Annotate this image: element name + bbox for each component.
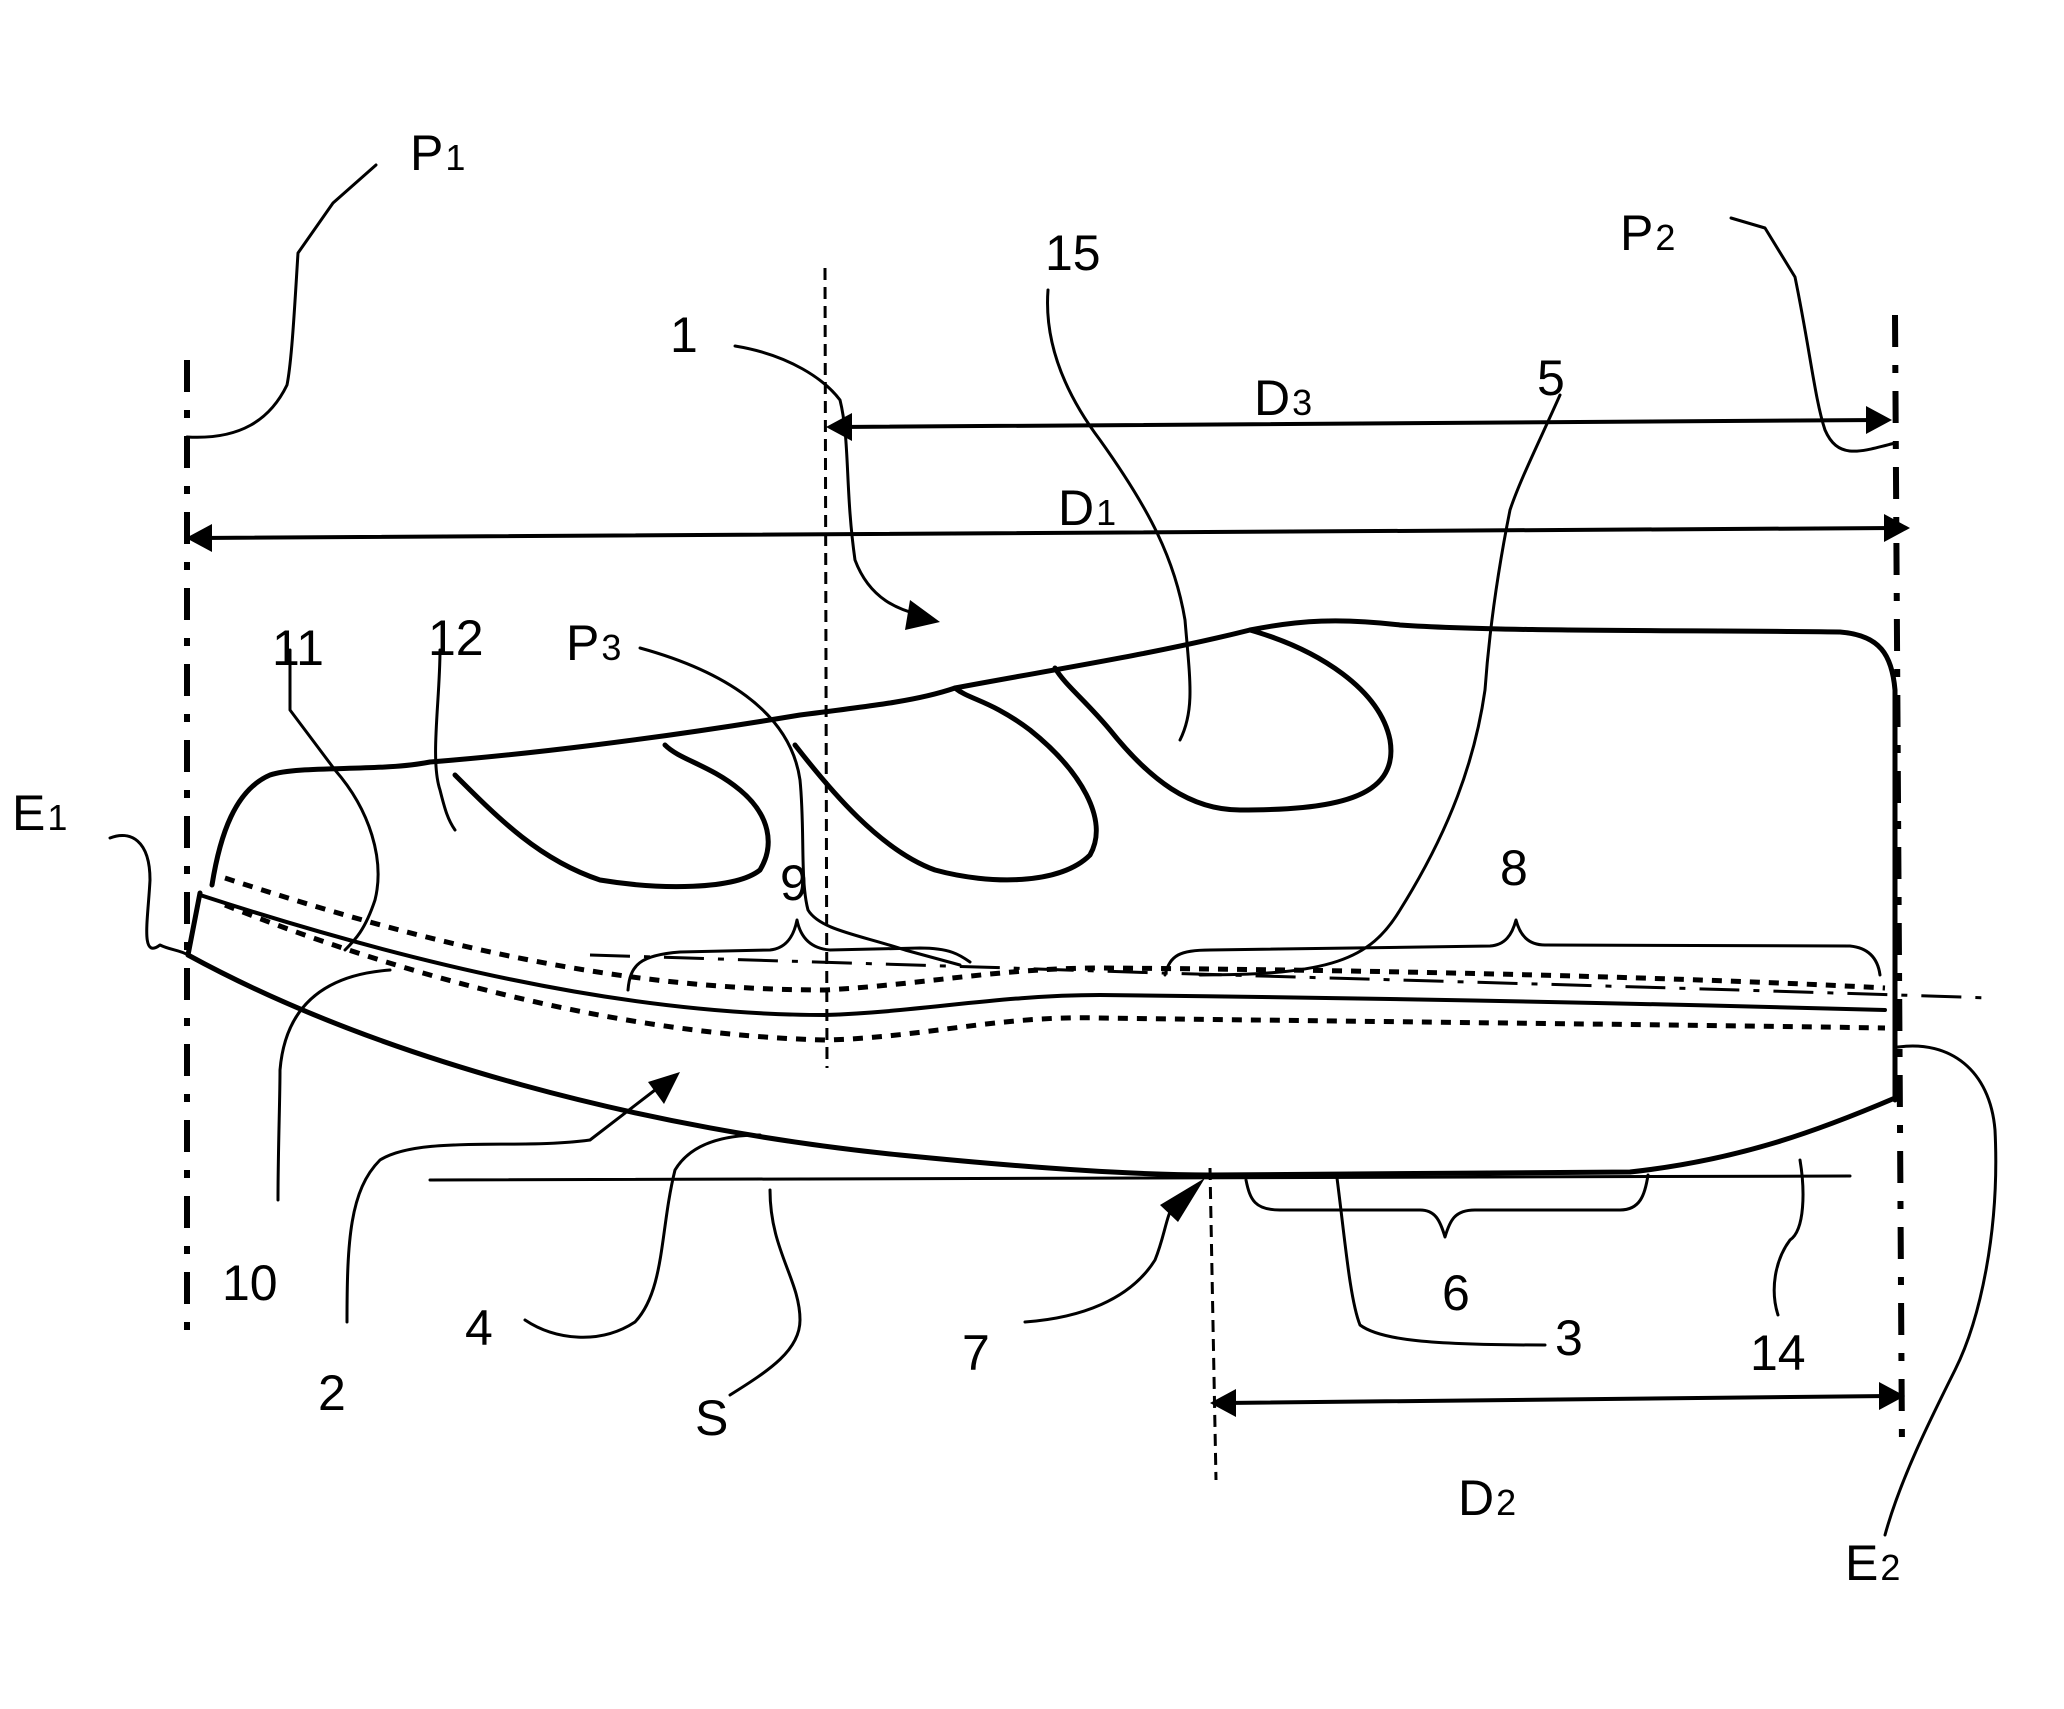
label-d2: D2 (1458, 1470, 1516, 1526)
arrowhead-left (1210, 1389, 1236, 1417)
label-p2: P2 (1620, 205, 1675, 261)
dimension-d1 (186, 514, 1910, 552)
label-5: 5 (1537, 350, 1565, 406)
arrowhead-2 (648, 1072, 680, 1104)
brace-6 (1244, 1173, 1650, 1239)
crease-3 (1052, 627, 1394, 813)
leader-p3 (638, 646, 962, 967)
insole-dashed-top (224, 875, 1886, 993)
arrowhead-7 (1160, 1178, 1205, 1222)
leader-10 (276, 968, 392, 1202)
label-e2: E2 (1845, 1535, 1900, 1591)
leader-3 (1335, 1176, 1547, 1347)
arrowhead-left (826, 413, 852, 441)
leader-11 (288, 648, 380, 952)
crease-2 (792, 685, 1099, 883)
label-6: 6 (1442, 1265, 1470, 1321)
dimension-d3 (826, 406, 1892, 441)
leader-e2 (1883, 1044, 1998, 1537)
leader-7 (1023, 1198, 1177, 1324)
sole-outline (185, 890, 1898, 1178)
label-3: 3 (1555, 1310, 1583, 1366)
insole-solid (198, 893, 1887, 1017)
label-4: 4 (465, 1300, 493, 1356)
label-11: 11 (272, 620, 324, 676)
ground-line-s (428, 1174, 1852, 1182)
label-12: 12 (428, 610, 484, 666)
brace-9 (626, 918, 972, 992)
leader-12 (434, 648, 457, 832)
arrowhead-1 (905, 600, 940, 630)
leader-1 (733, 344, 922, 617)
leader-14 (1772, 1158, 1805, 1317)
label-p1: P1 (410, 125, 465, 181)
leader-15 (1046, 288, 1192, 742)
toe-centerline (589, 953, 1991, 1000)
label-9: 9 (780, 855, 808, 911)
arrowhead-right (1884, 514, 1910, 542)
leader-s (728, 1188, 802, 1397)
leader-4 (523, 1133, 762, 1339)
leader-5 (1198, 393, 1562, 977)
arrowhead-right (1866, 406, 1892, 434)
crease-1 (452, 742, 771, 890)
label-7: 7 (962, 1325, 990, 1381)
label-1: 1 (670, 307, 698, 363)
insole-dashed-bottom (224, 902, 1886, 1043)
arrowhead-right (1879, 1382, 1905, 1410)
label-10: 10 (222, 1255, 278, 1311)
d2-reference-line (1208, 1167, 1218, 1481)
label-p3: P3 (566, 615, 621, 671)
label-14: 14 (1750, 1325, 1806, 1381)
brace-8 (1163, 918, 1882, 977)
leader-p1 (185, 163, 378, 439)
leader-p2 (1729, 216, 1897, 453)
leader-e1 (108, 833, 190, 957)
shoe-upper-outline (209, 618, 1898, 1103)
arrowhead-left (186, 524, 212, 552)
dimension-d2 (1210, 1382, 1905, 1417)
label-2: 2 (318, 1365, 346, 1421)
label-15: 15 (1045, 225, 1101, 281)
label-d3: D3 (1254, 370, 1312, 426)
label-e1: E1 (12, 785, 67, 841)
label-d1: D1 (1058, 480, 1116, 536)
label-8: 8 (1500, 840, 1528, 896)
leader-2 (345, 1088, 657, 1324)
label-s: S (695, 1390, 728, 1446)
plane-p3-line (823, 267, 829, 1069)
